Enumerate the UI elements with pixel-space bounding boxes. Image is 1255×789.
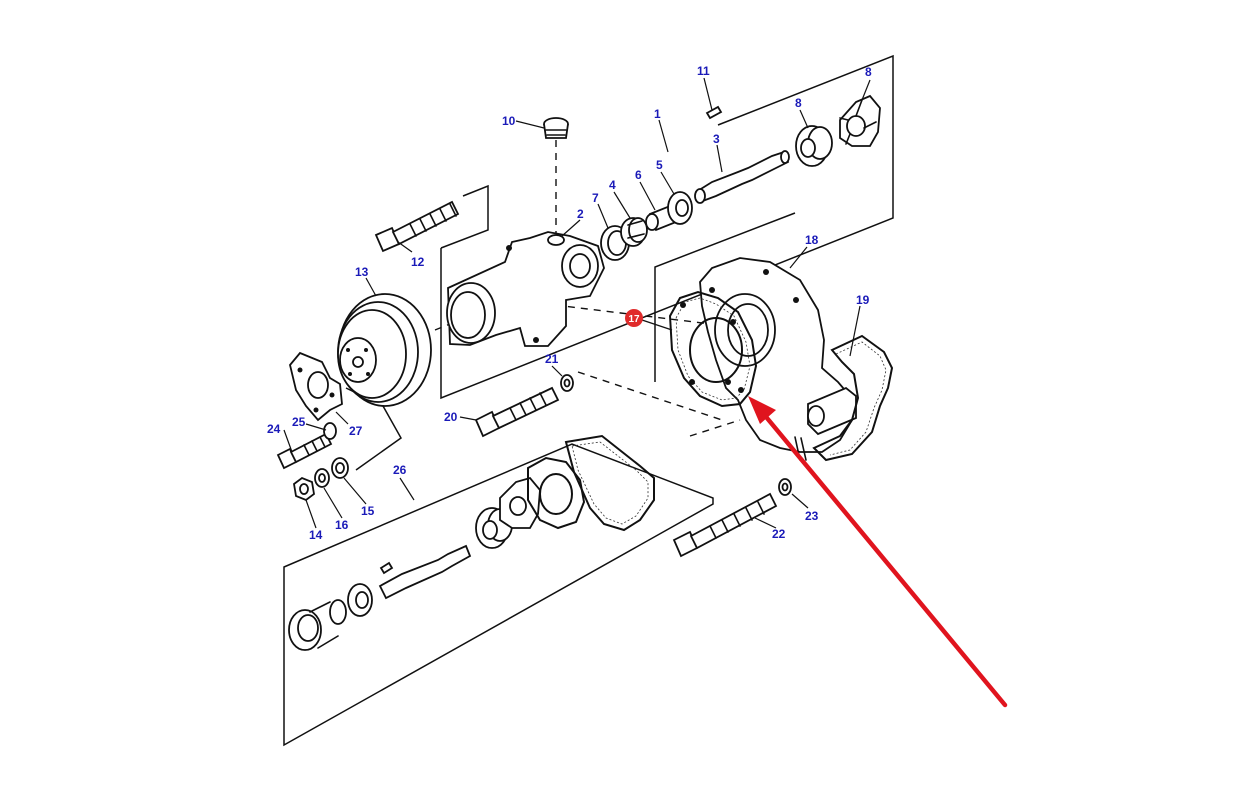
callout-12: 12 (411, 255, 425, 269)
bolt-part-22 (672, 492, 778, 558)
callout-22: 22 (772, 527, 786, 541)
pulley-part-13 (337, 293, 432, 407)
housing-part-18 (699, 257, 857, 461)
callout-16: 16 (335, 518, 349, 532)
assembly-frame-1 (440, 54, 894, 400)
plug-part-10 (543, 117, 569, 139)
callout-14: 14 (309, 528, 323, 542)
callout-1: 1 (654, 107, 661, 121)
bolt-part-20 (474, 386, 560, 438)
highlight-badge-17[interactable]: 17 (625, 309, 643, 327)
gasket-part-17 (668, 290, 758, 408)
callout-26: 26 (393, 463, 407, 477)
seal-part-4 (620, 217, 648, 247)
callout-10: 10 (502, 114, 516, 128)
bearing-part-5 (667, 191, 693, 225)
washer-part-21 (560, 374, 574, 392)
callout-4: 4 (609, 178, 616, 192)
callout-15: 15 (361, 504, 375, 518)
callout-6: 6 (635, 168, 642, 182)
key-part-11 (705, 105, 723, 120)
repair-kit-part-26 (288, 434, 655, 651)
gasket-part-19 (812, 334, 894, 462)
callout-11: 11 (697, 64, 710, 78)
callout-3: 3 (713, 132, 720, 146)
leader-lines (283, 77, 871, 529)
callout-2: 2 (577, 207, 584, 221)
washer-part-23 (778, 478, 792, 496)
callout-24: 24 (267, 422, 281, 436)
seal-part-8 (795, 125, 833, 167)
assembly-frame-26 (283, 443, 714, 747)
callout-20: 20 (444, 410, 458, 424)
callout-19: 19 (856, 293, 870, 307)
callout-25: 25 (292, 415, 306, 429)
bolt-part-24 (276, 432, 333, 470)
callout-21: 21 (545, 352, 559, 366)
callout-8-impeller: 8 (865, 65, 872, 79)
nut-part-14 (293, 476, 315, 502)
washer-part-15 (331, 457, 349, 479)
callout-27: 27 (349, 424, 363, 438)
impeller-part-8 (839, 94, 881, 147)
callout-17: 17 (628, 314, 640, 325)
hub-flange-part-27 (289, 351, 343, 422)
callout-8-seal: 8 (795, 96, 802, 110)
callout-18: 18 (805, 233, 819, 247)
callout-7: 7 (592, 191, 599, 205)
pump-body-part-2 (446, 231, 605, 347)
washer-part-16 (314, 468, 330, 488)
bolt-part-12 (374, 200, 460, 253)
callout-13: 13 (355, 265, 369, 279)
shaft-part-3 (694, 150, 790, 204)
assembly-frame-18 (654, 212, 796, 382)
callout-5: 5 (656, 158, 663, 172)
callout-labels: 11 8 8 10 1 3 5 6 4 7 2 12 13 18 19 21 2… (267, 64, 872, 542)
callout-23: 23 (805, 509, 819, 523)
washer-part-25 (323, 422, 337, 440)
red-pointer-arrow (748, 396, 1008, 708)
